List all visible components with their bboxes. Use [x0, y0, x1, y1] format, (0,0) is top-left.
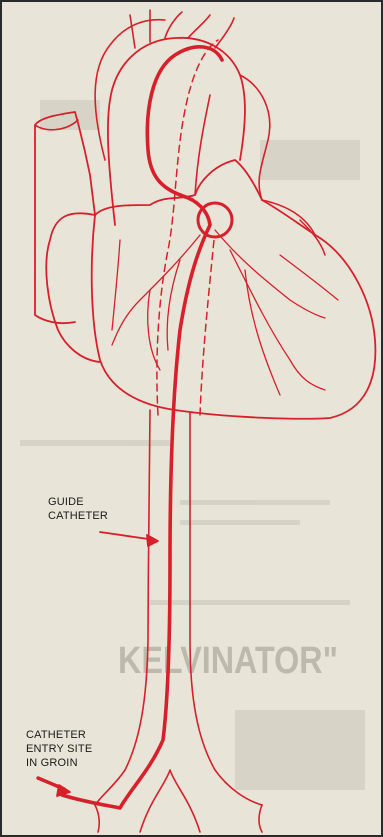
aortic-arch [108, 38, 245, 225]
coronary-arteries [112, 230, 338, 395]
descending-aorta-left-wall [95, 410, 150, 805]
coronary-ostium-circle [198, 203, 232, 237]
catheter-dashed-course-2 [200, 240, 214, 415]
neck-vessels [130, 10, 234, 48]
entry-site-arrow [38, 778, 70, 796]
vena-cava [35, 112, 95, 323]
entry-site-label: CATHETER ENTRY SITE IN GROIN [26, 728, 92, 770]
guide-catheter-label: GUIDE CATHETER [48, 495, 108, 523]
heart-outline [92, 160, 376, 419]
